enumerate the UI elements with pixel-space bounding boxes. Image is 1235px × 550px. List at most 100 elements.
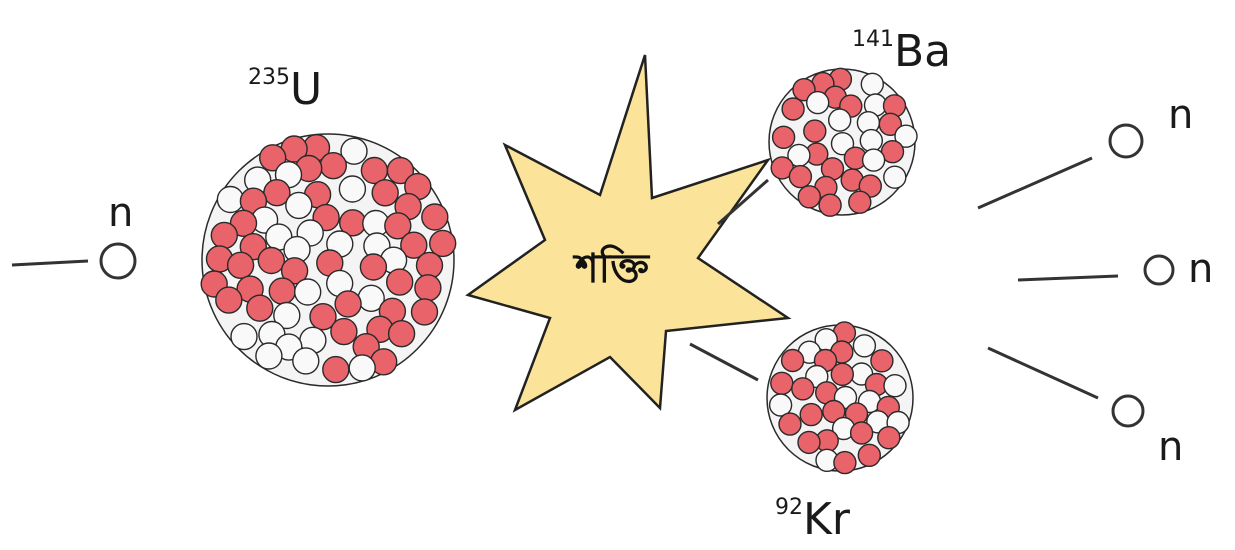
incoming-neutron: n <box>11 190 137 280</box>
krypton-neutron <box>852 334 877 358</box>
uranium-nucleus <box>200 133 457 387</box>
released-neutron-3-track <box>987 346 1099 400</box>
barium-symbol: Ba <box>894 26 951 77</box>
released-neutron-2-track <box>1017 274 1119 282</box>
released-neutron-3-circle <box>1111 394 1145 428</box>
uranium-proton <box>226 251 255 279</box>
barium-neutron <box>828 108 852 132</box>
uranium-symbol: U <box>290 64 322 115</box>
uranium-proton <box>386 268 414 296</box>
uranium-label: 235U <box>248 64 322 115</box>
krypton-nucleus <box>766 321 914 475</box>
released-neutron-1-circle <box>1108 123 1144 159</box>
krypton-proton <box>877 426 901 450</box>
barium-mass-number: 141 <box>852 27 894 52</box>
krypton-neutron <box>768 393 793 417</box>
barium-proton <box>788 164 813 189</box>
uranium-proton <box>319 151 347 180</box>
barium-proton <box>848 190 872 214</box>
krypton-proton <box>833 450 857 475</box>
krypton-motion-line <box>689 342 759 382</box>
uranium-neutron <box>216 185 245 214</box>
krypton-mass-number: 92 <box>775 495 803 520</box>
uranium-proton <box>246 294 274 322</box>
krypton-proton <box>791 377 815 401</box>
barium-neutron <box>883 165 907 189</box>
uranium-proton <box>309 303 337 331</box>
uranium-proton <box>268 277 296 305</box>
krypton-neutron <box>883 374 907 398</box>
uranium-proton <box>400 231 428 259</box>
uranium-proton <box>259 144 287 172</box>
uranium-neutron <box>340 137 368 165</box>
krypton-proton <box>797 430 821 455</box>
released-neutron-2-label: n <box>1188 246 1213 292</box>
krypton-label: 92Kr <box>775 494 851 545</box>
uranium-proton <box>210 221 239 250</box>
barium-proton <box>771 125 796 150</box>
uranium-neutron <box>338 175 367 203</box>
uranium-proton <box>359 253 388 281</box>
uranium-neutron <box>273 301 301 330</box>
uranium-neutron <box>294 278 322 306</box>
released-neutron-1-track <box>977 156 1093 210</box>
released-neutron-2-circle <box>1143 254 1175 286</box>
uranium-neutron <box>285 191 313 220</box>
uranium-neutron <box>292 347 320 375</box>
barium-neutron <box>860 72 884 97</box>
barium-proton <box>818 193 842 217</box>
krypton-proton <box>770 371 794 395</box>
uranium-proton <box>280 257 309 285</box>
barium-label: 141Ba <box>852 26 951 77</box>
krypton-proton <box>870 349 894 373</box>
barium-neutron <box>859 128 883 153</box>
barium-proton <box>878 112 902 137</box>
barium-nucleus <box>768 67 918 217</box>
barium-neutron <box>894 124 918 148</box>
uranium-proton <box>387 320 416 348</box>
released-neutron-3: n <box>987 346 1183 470</box>
barium-neutron <box>861 148 886 172</box>
uranium-neutron <box>348 354 376 382</box>
uranium-neutron <box>255 342 283 370</box>
krypton-proton <box>830 362 854 386</box>
released-neutron-1: n <box>977 92 1193 210</box>
uranium-proton <box>257 246 285 275</box>
uranium-proton <box>386 156 415 185</box>
uranium-proton <box>334 290 362 318</box>
uranium-proton <box>215 286 243 314</box>
krypton-nucleons <box>768 321 910 475</box>
uranium-proton <box>322 355 350 384</box>
incoming-neutron-circle <box>99 242 137 280</box>
uranium-proton <box>421 203 449 231</box>
barium-motion-line <box>717 178 769 226</box>
krypton-proton <box>780 348 805 373</box>
uranium-mass-number: 235 <box>248 65 290 90</box>
krypton-proton <box>778 412 802 436</box>
barium-neutron <box>806 90 830 115</box>
barium-proton <box>803 119 827 143</box>
incoming-neutron-track <box>11 259 89 267</box>
energy-star <box>465 54 792 413</box>
uranium-proton <box>371 179 399 207</box>
krypton-proton <box>857 443 881 467</box>
uranium-nucleons <box>200 133 457 384</box>
uranium-proton <box>429 229 457 258</box>
krypton-symbol: Kr <box>803 494 851 545</box>
krypton-proton <box>849 421 874 445</box>
krypton-proton <box>799 402 823 427</box>
released-neutron-1-label: n <box>1168 92 1193 138</box>
incoming-neutron-label: n <box>108 190 133 236</box>
uranium-proton <box>384 212 412 240</box>
uranium-proton <box>414 274 442 302</box>
energy-burst: শক্তি <box>465 54 792 413</box>
uranium-proton <box>330 317 358 346</box>
barium-proton <box>781 97 805 121</box>
barium-nucleons <box>770 67 918 217</box>
uranium-proton <box>410 298 439 326</box>
energy-label: শক্তি <box>572 244 650 292</box>
barium-proton <box>797 185 821 209</box>
uranium-neutron <box>230 322 258 351</box>
released-neutron-2: n <box>1017 246 1213 292</box>
